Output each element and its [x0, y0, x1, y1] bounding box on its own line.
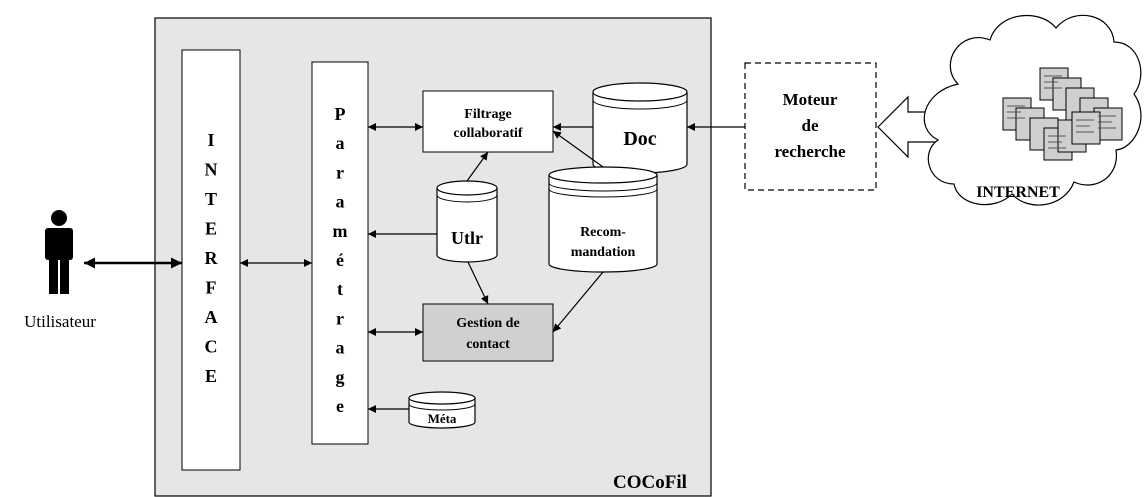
parametrage-letter-2: r [336, 162, 344, 182]
parametrage-letter-3: a [336, 192, 345, 212]
arrows [84, 123, 745, 413]
parametrage-box [311, 61, 369, 445]
arrow-recommandation-to-filtrage [552, 130, 604, 168]
utlr-label: Utlr [451, 228, 483, 248]
interface-letter-4: R [205, 248, 219, 268]
interface-letter-6: A [205, 307, 218, 327]
parametrage-letter-8: a [336, 338, 345, 358]
filtrage-collaboratif-box [422, 90, 554, 153]
interface-letter-1: N [205, 160, 218, 180]
parametrage-letter-0: P [335, 104, 346, 124]
parametrage-letter-10: e [336, 396, 344, 416]
parametrage-letter-7: r [336, 308, 344, 328]
moteur-label-line3: recherche [774, 142, 846, 161]
gestion-de-contact-box [422, 303, 554, 362]
gestion-label-line2: contact [466, 337, 510, 352]
meta-database [408, 391, 476, 429]
parametrage-letter-5: é [336, 250, 344, 270]
filtrage-label-line2: collaboratif [453, 126, 523, 141]
parametrage-letter-1: a [336, 133, 345, 153]
parametrage-letter-6: t [337, 279, 343, 299]
arrow-recommandation-to-gestion [552, 271, 604, 333]
arrow-utlr-to-gestion [467, 261, 489, 305]
interface-box [181, 49, 241, 471]
recommandation-label-line1: Recom- [580, 225, 626, 240]
utlr-database [436, 180, 498, 263]
doc-label: Doc [623, 128, 656, 150]
parametrage-letter-9: g [336, 367, 345, 387]
filtrage-label-line1: Filtrage [464, 107, 511, 122]
gestion-label-line1: Gestion de [456, 316, 519, 331]
system-name-label: COCoFil [613, 472, 687, 493]
moteur-label-line2: de [802, 116, 819, 135]
interface-letter-0: I [207, 130, 214, 150]
parametrage-letter-4: m [333, 221, 348, 241]
recommandation-label-line2: mandation [571, 245, 636, 260]
meta-label: Méta [428, 411, 457, 426]
interface-letter-8: E [205, 366, 217, 386]
interface-letter-3: E [205, 219, 217, 239]
interface-letter-7: C [205, 337, 218, 357]
documents-icon [1002, 67, 1123, 161]
recommandation-database [548, 166, 658, 273]
moteur-label-line1: Moteur [783, 90, 838, 109]
interface-letter-5: F [206, 278, 217, 298]
arrow-utlr-to-filtrage [466, 151, 489, 182]
user-label: Utilisateur [24, 312, 96, 331]
internet-label: INTERNET [976, 184, 1060, 201]
interface-letter-2: T [205, 189, 217, 209]
user-person-icon [45, 210, 73, 294]
moteur-de-recherche-box [744, 62, 877, 191]
